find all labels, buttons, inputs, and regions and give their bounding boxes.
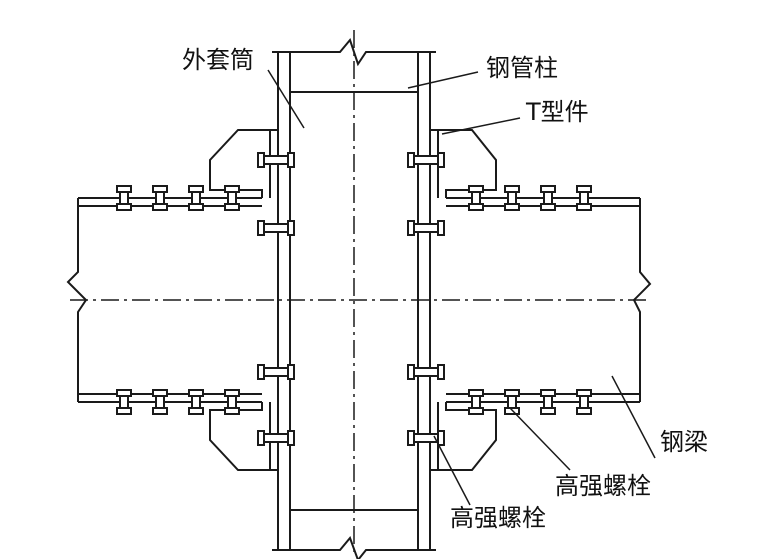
leader-hs-bolt-left — [433, 435, 471, 506]
bolt-column-left-1 — [257, 220, 295, 236]
bolt-column-right-2 — [407, 364, 445, 380]
t-member-lower-right — [430, 402, 497, 471]
bolt-left-top-1 — [152, 185, 168, 211]
label-hs-bolt-right: 高强螺栓 — [555, 472, 651, 500]
t-member-upper-left — [209, 129, 278, 198]
bolt-right-bottom-0 — [468, 389, 484, 415]
bolt-right-bottom-3 — [576, 389, 592, 415]
leader-hs-bolt-right — [509, 407, 571, 471]
leader-t-member — [441, 117, 521, 135]
bolt-left-bottom-0 — [116, 389, 132, 415]
leader-steel-beam — [611, 375, 656, 459]
leader-steel-tube-column — [407, 71, 479, 89]
left-beam-break — [66, 198, 88, 402]
bolt-right-bottom-2 — [540, 389, 556, 415]
bolt-column-left-2 — [257, 364, 295, 380]
label-hs-bolt-left: 高强螺栓 — [450, 504, 546, 532]
bolt-left-bottom-3 — [224, 389, 240, 415]
bolt-right-top-1 — [504, 185, 520, 211]
column-break-top — [272, 37, 436, 67]
bolt-column-right-3 — [407, 430, 445, 446]
leader-outer-sleeve — [267, 69, 305, 129]
bolt-left-bottom-2 — [188, 389, 204, 415]
label-outer-sleeve: 外套筒 — [182, 46, 254, 74]
bolt-left-top-0 — [116, 185, 132, 211]
label-steel-beam: 钢梁 — [660, 428, 708, 456]
t-member-lower-left — [209, 402, 278, 471]
label-steel-tube-column: 钢管柱 — [486, 54, 558, 82]
bolt-left-bottom-1 — [152, 389, 168, 415]
bolt-column-left-3 — [257, 430, 295, 446]
right-beam-break — [632, 198, 652, 402]
bolt-right-top-3 — [576, 185, 592, 211]
label-t-member: T型件 — [526, 98, 589, 126]
bolt-column-right-1 — [407, 220, 445, 236]
bolt-right-top-0 — [468, 185, 484, 211]
bolt-left-top-3 — [224, 185, 240, 211]
bolt-column-right-0 — [407, 152, 445, 168]
bolt-column-left-0 — [257, 152, 295, 168]
bolt-left-top-2 — [188, 185, 204, 211]
bolt-right-top-2 — [540, 185, 556, 211]
